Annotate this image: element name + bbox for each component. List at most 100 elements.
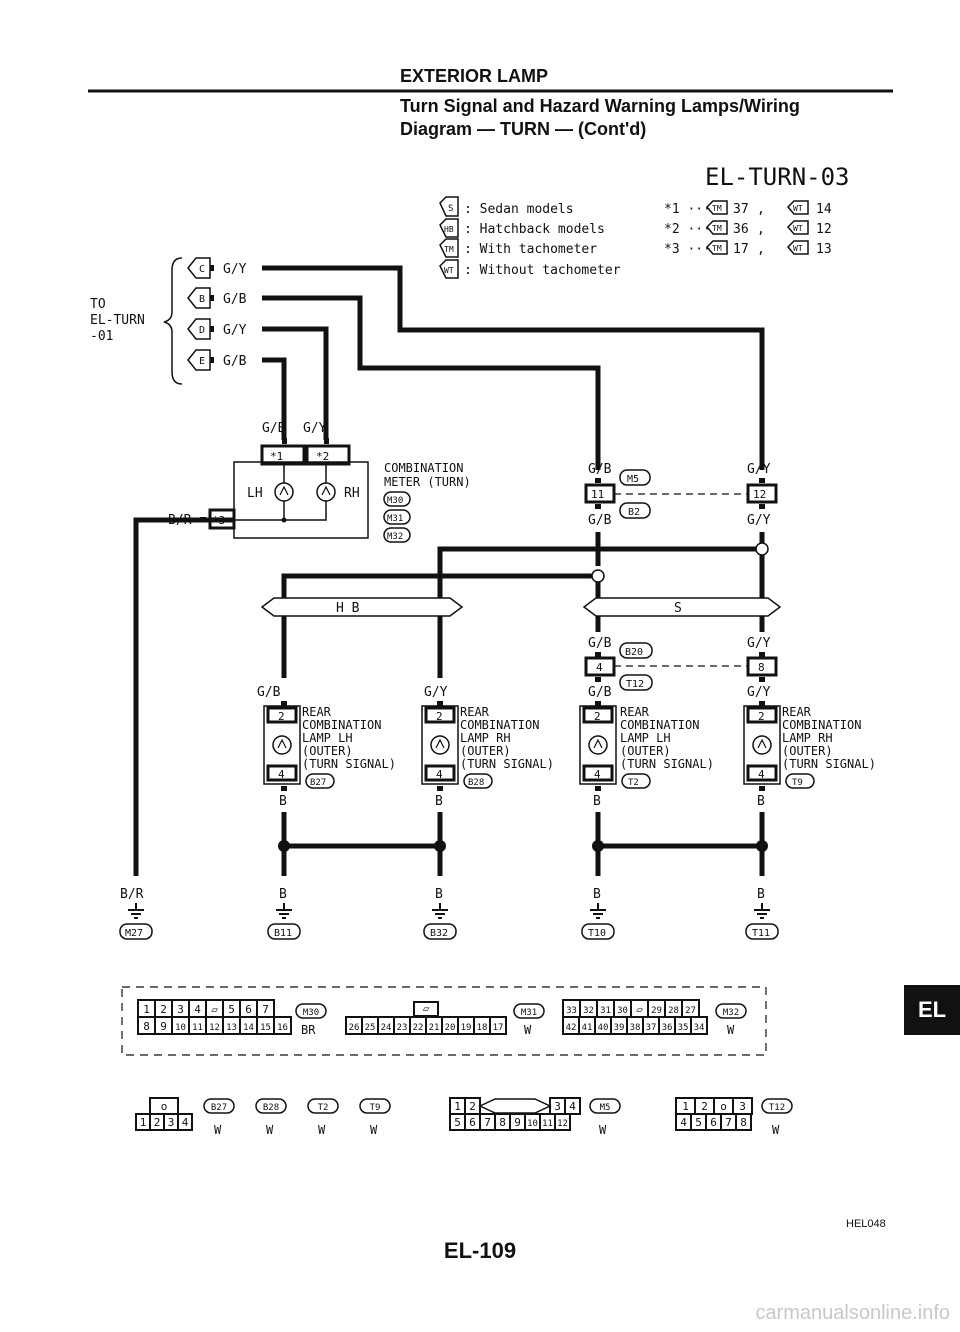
svg-text:G/Y: G/Y xyxy=(223,323,247,338)
svg-text:B: B xyxy=(199,294,205,305)
svg-text:(OUTER): (OUTER) xyxy=(782,744,833,758)
svg-text:G/Y: G/Y xyxy=(424,685,448,700)
svg-text:▱: ▱ xyxy=(211,1003,218,1016)
splice-gb xyxy=(591,569,605,583)
svg-text:(TURN SIGNAL): (TURN SIGNAL) xyxy=(302,757,396,771)
svg-text:24: 24 xyxy=(381,1023,392,1033)
svg-text:27: 27 xyxy=(685,1006,696,1016)
lamp-color: W xyxy=(266,1123,274,1137)
svg-text:,: , xyxy=(757,222,765,237)
svg-text:13: 13 xyxy=(226,1023,237,1033)
m32-bot-cell: 41 xyxy=(578,1016,596,1035)
m31-bot-cell: 19 xyxy=(457,1016,475,1035)
m31-bot-cell: 24 xyxy=(377,1016,395,1035)
svg-text:G/B: G/B xyxy=(262,421,286,436)
svg-text:16: 16 xyxy=(277,1023,288,1033)
svg-text:1: 1 xyxy=(682,1100,689,1113)
splice-gy xyxy=(755,542,769,556)
lamp-bot-cell: 2 xyxy=(149,1113,165,1131)
m5-bot-cell: 8 xyxy=(494,1113,511,1131)
m31-bot-cell: 25 xyxy=(361,1016,379,1035)
svg-text:B28: B28 xyxy=(468,778,484,788)
legend-note-1: *1 ··· TM 37 , WT 14 xyxy=(664,200,832,217)
m30-bot-cell: 8 xyxy=(137,1016,156,1035)
svg-text:M30: M30 xyxy=(387,496,403,506)
m32-top-cell: 32 xyxy=(579,999,598,1018)
joint-connector-m5-b2: G/B G/Y M5 11 12 B2 G/B G/Y xyxy=(584,462,778,528)
ground-wiring xyxy=(281,812,765,876)
svg-text:9: 9 xyxy=(514,1116,521,1129)
svg-text:13: 13 xyxy=(816,242,832,257)
svg-text:5: 5 xyxy=(228,1003,235,1016)
m5-top-r-cell: 3 xyxy=(549,1097,566,1115)
svg-text:HB: HB xyxy=(444,225,454,234)
lamp-color: W xyxy=(318,1123,326,1137)
svg-text:B: B xyxy=(435,794,443,809)
svg-text:19: 19 xyxy=(461,1023,472,1033)
svg-text:,: , xyxy=(757,202,765,217)
svg-text:o: o xyxy=(720,1100,727,1113)
svg-text:2: 2 xyxy=(469,1100,476,1113)
svg-text:*1: *1 xyxy=(270,450,283,463)
svg-text:B32: B32 xyxy=(430,928,448,939)
svg-text:6: 6 xyxy=(245,1003,252,1016)
bulb-icon xyxy=(430,735,450,755)
svg-text:TM: TM xyxy=(712,244,722,253)
svg-text:37: 37 xyxy=(733,202,749,217)
lamp-tag-b28: B28 xyxy=(255,1098,287,1114)
svg-text:4: 4 xyxy=(680,1116,687,1129)
svg-text:T12: T12 xyxy=(626,679,644,690)
svg-text:8: 8 xyxy=(499,1116,506,1129)
svg-text:M5: M5 xyxy=(600,1103,611,1113)
ground-t10: B T10 xyxy=(581,887,615,940)
m5-bot-cell: 12 xyxy=(554,1113,571,1131)
svg-text:T12: T12 xyxy=(769,1103,785,1113)
svg-text:B11: B11 xyxy=(274,928,292,939)
svg-text:*2: *2 xyxy=(316,450,329,463)
svg-text:B2: B2 xyxy=(628,507,640,518)
svg-text:2: 2 xyxy=(154,1116,161,1129)
m31-color: W xyxy=(524,1023,532,1037)
t12-tag: T12 xyxy=(761,1098,793,1114)
svg-text:LAMP LH: LAMP LH xyxy=(302,731,353,745)
lamp-feed-wires xyxy=(281,616,765,678)
ground-b11: B B11 xyxy=(267,887,301,940)
svg-text:REAR: REAR xyxy=(302,705,332,719)
svg-text:1: 1 xyxy=(454,1100,461,1113)
meter-pin-2 xyxy=(305,444,351,466)
m5-bot-cell: 11 xyxy=(539,1113,556,1131)
to-el-turn-01: TO EL-TURN -01 xyxy=(90,257,183,385)
svg-text:25: 25 xyxy=(365,1023,376,1033)
svg-text:B20: B20 xyxy=(625,647,643,658)
svg-text:REAR: REAR xyxy=(460,705,490,719)
svg-text:TM: TM xyxy=(444,245,454,254)
svg-text:D: D xyxy=(199,325,205,336)
m32-top-cell: 30 xyxy=(613,999,632,1018)
m5-color: W xyxy=(599,1123,607,1137)
m31-bot-cell: 17 xyxy=(489,1016,507,1035)
svg-text:C: C xyxy=(199,264,205,275)
svg-text:REAR: REAR xyxy=(782,705,812,719)
m31-top-cell: ▱ xyxy=(413,1001,439,1017)
watermark: carmanualsonline.info xyxy=(755,1302,950,1324)
svg-text:12: 12 xyxy=(557,1119,568,1129)
m32-bot-cell: 37 xyxy=(642,1016,660,1035)
svg-text:T2: T2 xyxy=(628,778,639,788)
svg-text:M32: M32 xyxy=(723,1008,739,1018)
svg-text:*1 ···: *1 ··· xyxy=(664,202,711,217)
svg-text:EL-TURN: EL-TURN xyxy=(90,313,145,328)
svg-text:2: 2 xyxy=(758,710,765,723)
svg-text:E: E xyxy=(199,356,205,367)
svg-text:: Without tachometer: : Without tachometer xyxy=(464,263,621,278)
svg-text:G/Y: G/Y xyxy=(747,462,771,477)
svg-text:TM: TM xyxy=(712,224,722,233)
svg-text:B: B xyxy=(757,887,765,902)
t12-top-cell: 3 xyxy=(732,1097,753,1115)
svg-text:G/Y: G/Y xyxy=(303,421,327,436)
meter-pin-3 xyxy=(208,508,236,530)
m30-bot-cell: 14 xyxy=(239,1016,258,1035)
svg-text:B/R: B/R xyxy=(168,513,192,528)
